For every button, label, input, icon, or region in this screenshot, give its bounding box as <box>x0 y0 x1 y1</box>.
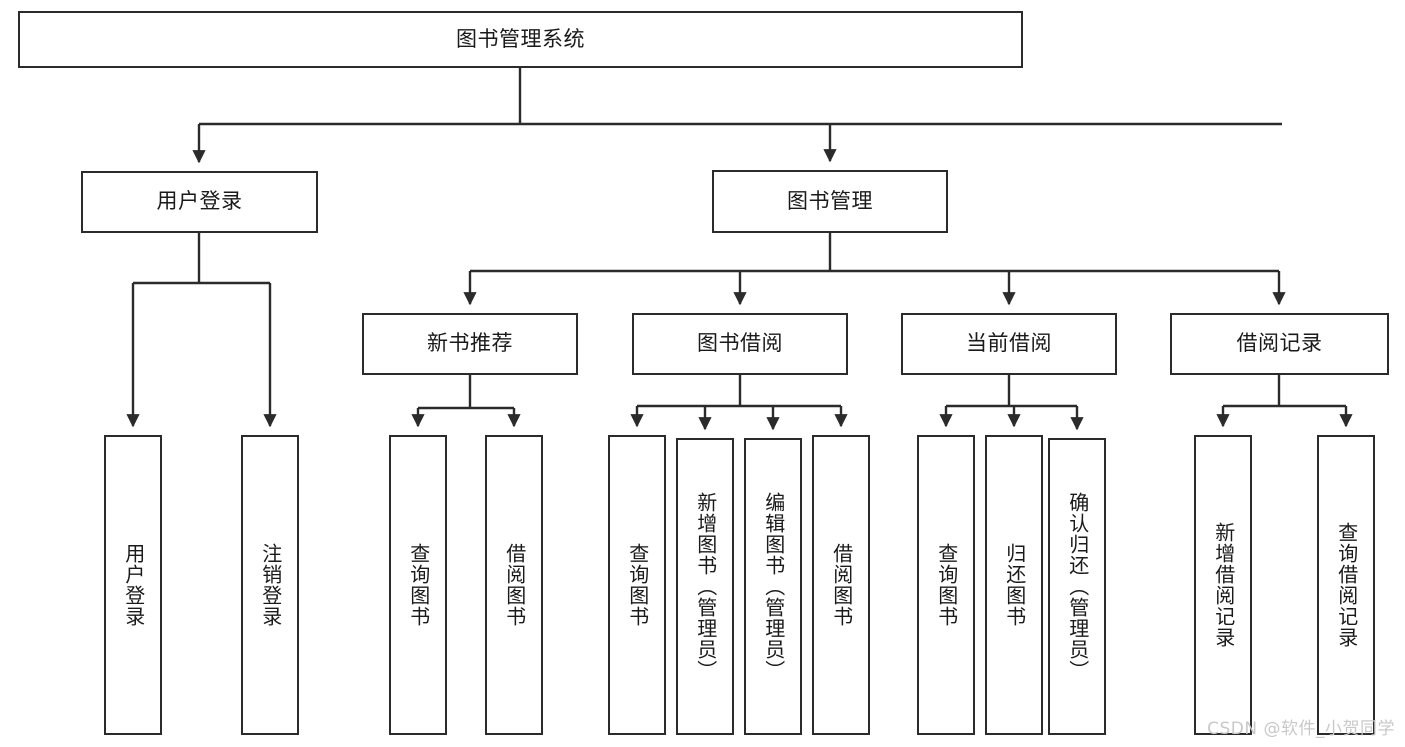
node-label: 用户登录 <box>121 543 146 627</box>
node-user-login[interactable]: 用户登录 <box>81 171 318 233</box>
node-label: 查询图书 <box>934 543 959 627</box>
leaf-return-book[interactable]: 归还图书 <box>985 435 1043 735</box>
node-label: 借阅图书 <box>829 543 854 627</box>
node-book-management[interactable]: 图书管理 <box>712 170 948 233</box>
leaf-logout-login[interactable]: 注销登录 <box>241 435 299 735</box>
node-label: 图书借阅 <box>697 331 783 356</box>
node-label: 新增图书（管理员） <box>693 492 718 681</box>
leaf-user-login[interactable]: 用户登录 <box>104 435 162 735</box>
leaf-add-borrow-record[interactable]: 新增借阅记录 <box>1194 435 1252 735</box>
node-label: 查询借阅记录 <box>1334 522 1359 648</box>
node-label: 图书管理系统 <box>456 26 585 51</box>
node-label: 确认归还（管理员） <box>1065 492 1090 681</box>
leaf-confirm-return-admin[interactable]: 确认归还（管理员） <box>1048 438 1106 735</box>
watermark: CSDN @软件_小贺同学 <box>1207 719 1395 739</box>
leaf-query-book-recommend[interactable]: 查询图书 <box>389 435 447 735</box>
leaf-borrow-book-recommend[interactable]: 借阅图书 <box>485 435 543 735</box>
leaf-query-book-borrow[interactable]: 查询图书 <box>608 435 666 735</box>
node-borrow-record[interactable]: 借阅记录 <box>1170 313 1389 375</box>
node-label: 新增借阅记录 <box>1211 522 1236 648</box>
node-label: 当前借阅 <box>966 331 1052 356</box>
node-label: 查询图书 <box>625 543 650 627</box>
node-label: 编辑图书（管理员） <box>761 492 786 681</box>
leaf-add-book-admin[interactable]: 新增图书（管理员） <box>676 438 734 735</box>
node-label: 查询图书 <box>406 543 431 627</box>
node-label: 注销登录 <box>258 543 283 627</box>
leaf-query-book-current[interactable]: 查询图书 <box>917 435 975 735</box>
node-current-borrow[interactable]: 当前借阅 <box>901 313 1117 375</box>
node-label: 归还图书 <box>1002 543 1027 627</box>
node-new-book-recommend[interactable]: 新书推荐 <box>362 313 578 375</box>
node-label: 用户登录 <box>156 189 243 214</box>
leaf-borrow-book[interactable]: 借阅图书 <box>812 435 870 735</box>
node-root[interactable]: 图书管理系统 <box>18 11 1023 68</box>
node-book-borrow[interactable]: 图书借阅 <box>632 313 848 375</box>
node-label: 新书推荐 <box>427 331 513 356</box>
node-label: 借阅图书 <box>502 543 527 627</box>
node-label: 图书管理 <box>787 188 873 213</box>
node-label: 借阅记录 <box>1236 331 1323 356</box>
leaf-edit-book-admin[interactable]: 编辑图书（管理员） <box>744 438 802 735</box>
leaf-query-borrow-record[interactable]: 查询借阅记录 <box>1317 435 1375 735</box>
